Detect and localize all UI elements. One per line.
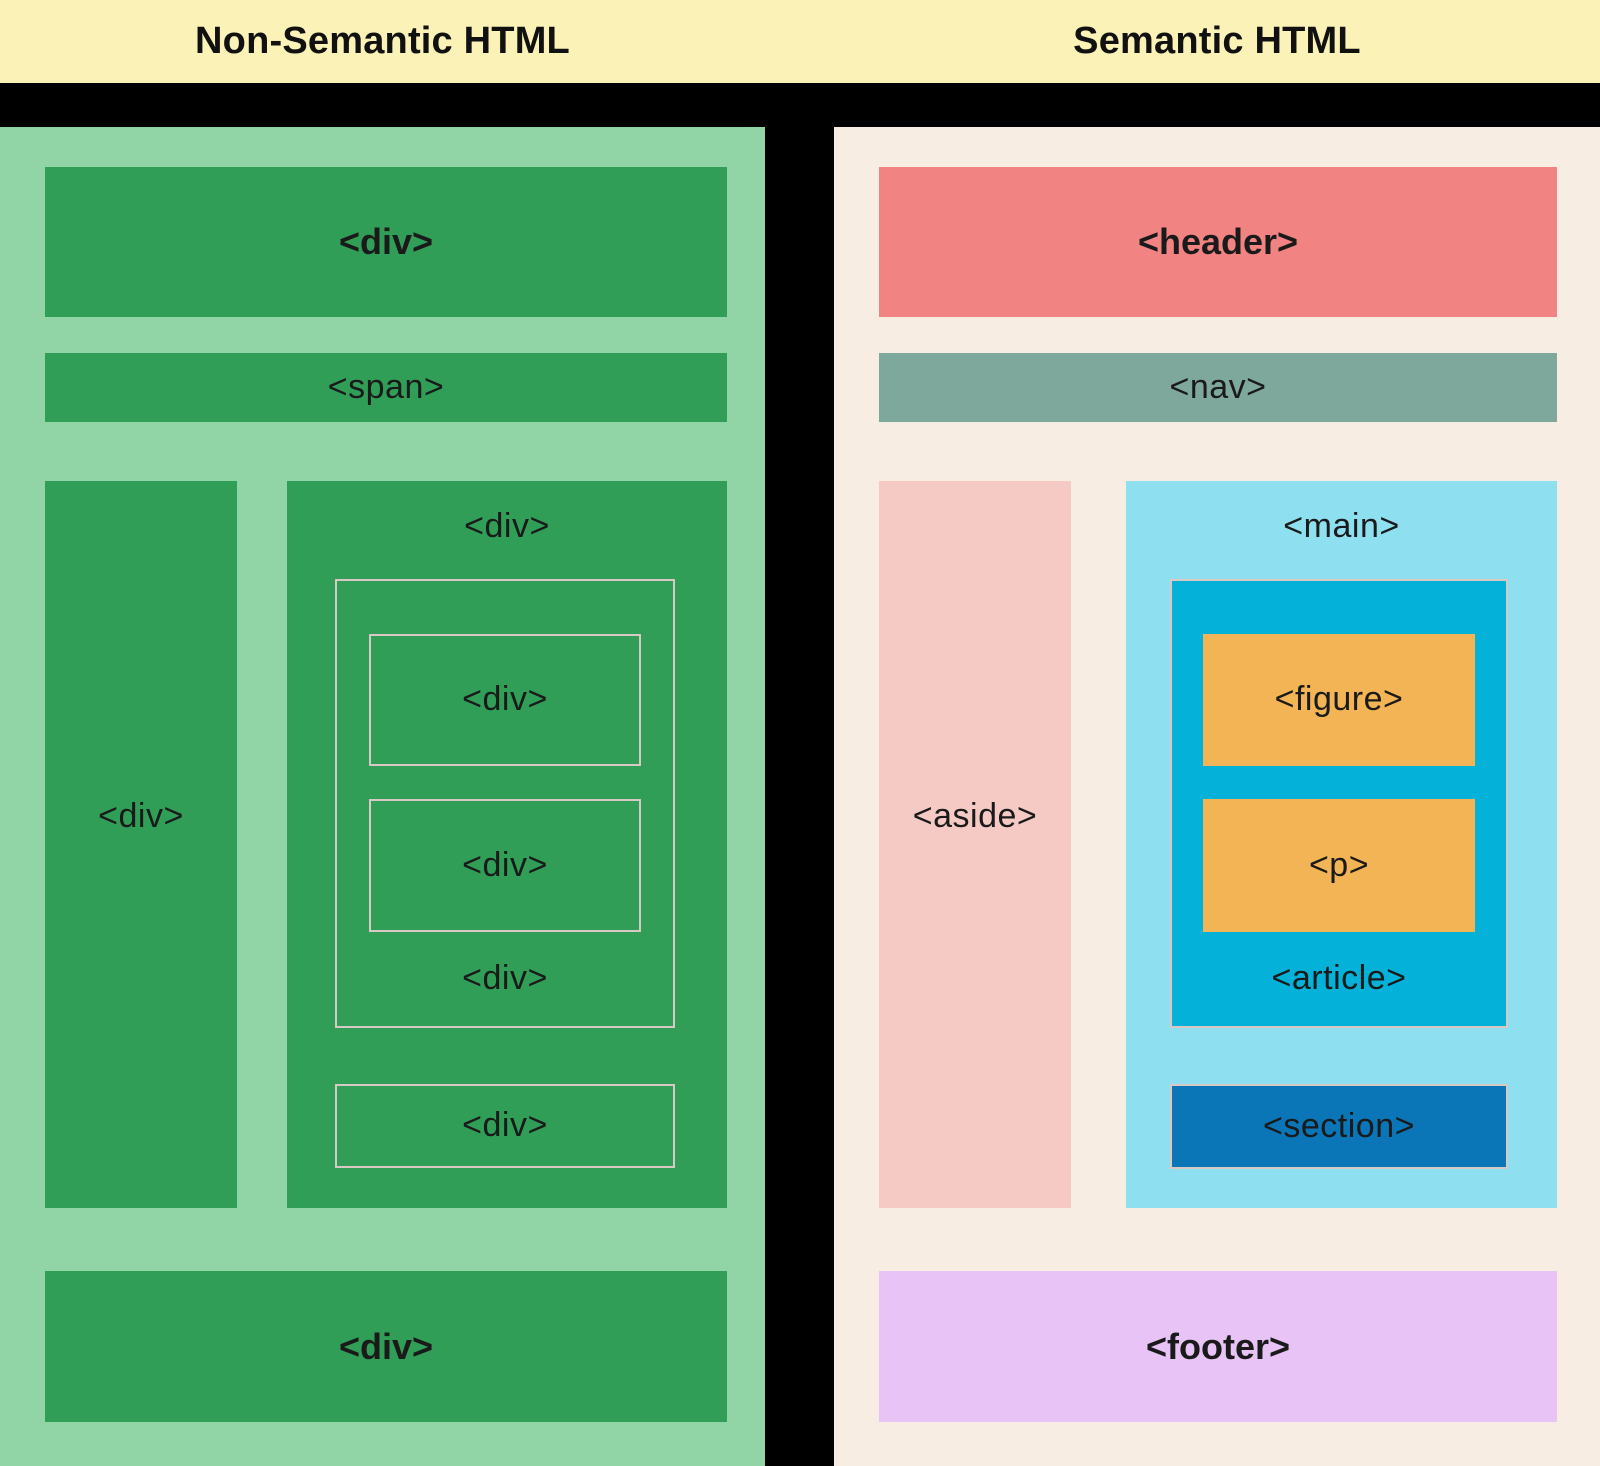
span-label: <span> [327, 367, 445, 406]
header-block: <header> [879, 167, 1557, 317]
main-label: <main> [1283, 507, 1400, 545]
nested-div-wrapper-box: <div> <div> <div> [335, 579, 675, 1028]
aside-block: <aside> [879, 481, 1071, 1208]
aside-label: <aside> [912, 796, 1038, 835]
article-block: <figure> <p> <article> [1170, 579, 1508, 1028]
main-block: <main> <figure> <p> <article> <section> [1126, 481, 1557, 1208]
span-block: <span> [45, 353, 727, 422]
nested-div-box-1-label: <div> [462, 680, 548, 719]
footer-label: <footer> [1145, 1325, 1291, 1367]
nav-block: <nav> [879, 353, 1557, 422]
figure-label: <figure> [1274, 680, 1404, 719]
banner: Non-Semantic HTML Semantic HTML [0, 0, 1600, 83]
non-semantic-panel: <div> <span> <div> <div> <div> <div> <di… [0, 127, 765, 1466]
p-label: <p> [1308, 845, 1370, 884]
div-content-label-wrap: <div> [287, 507, 727, 546]
footer-block: <footer> [879, 1271, 1557, 1422]
nested-div-box-3-label: <div> [462, 1106, 548, 1145]
nested-div-box-2-label: <div> [462, 845, 548, 884]
nested-div-box-1: <div> [369, 634, 641, 766]
title-non-semantic-html: Non-Semantic HTML [195, 20, 570, 62]
nav-label: <nav> [1169, 367, 1267, 406]
title-semantic-html: Semantic HTML [1073, 20, 1361, 62]
article-label: <article> [1271, 959, 1407, 998]
div-sidebar-label: <div> [98, 796, 184, 835]
div-header-label: <div> [338, 221, 434, 263]
div-content-label: <div> [464, 507, 550, 545]
nested-div-wrapper-label-wrap: <div> [369, 932, 641, 1026]
semantic-panel: <header> <nav> <aside> <main> <figure> <… [834, 127, 1600, 1466]
nested-div-box-3: <div> [335, 1084, 675, 1168]
section-block: <section> [1170, 1084, 1508, 1169]
main-label-wrap: <main> [1126, 507, 1557, 546]
nested-div-wrapper-label: <div> [462, 959, 548, 998]
div-footer-label: <div> [338, 1325, 434, 1367]
section-label: <section> [1263, 1106, 1415, 1145]
figure-block: <figure> [1203, 634, 1475, 766]
div-header-block: <div> [45, 167, 727, 317]
div-content-block: <div> <div> <div> <div> <div> [287, 481, 727, 1208]
nested-div-box-2: <div> [369, 799, 641, 932]
div-sidebar-block: <div> [45, 481, 237, 1208]
p-block: <p> [1203, 799, 1475, 932]
header-label: <header> [1137, 221, 1299, 263]
article-label-wrap: <article> [1203, 932, 1475, 1026]
div-footer-block: <div> [45, 1271, 727, 1422]
